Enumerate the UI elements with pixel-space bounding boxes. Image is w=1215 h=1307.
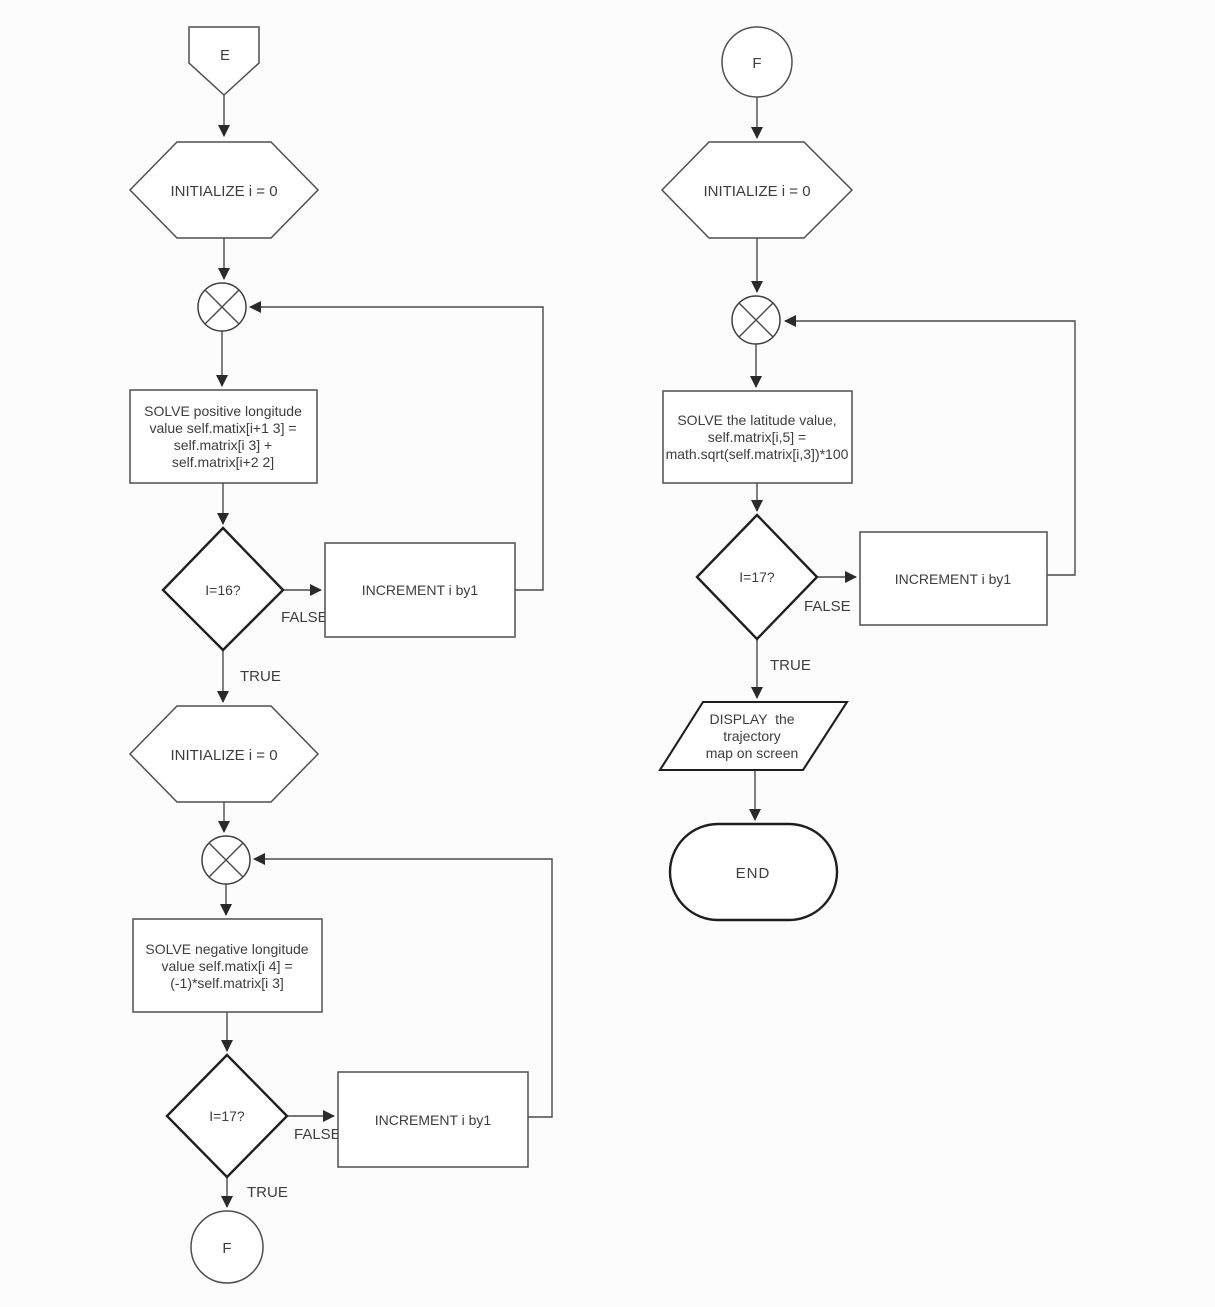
solve2-shape (132, 918, 323, 1013)
connector-f-out-shape (190, 1210, 264, 1284)
connector-f-in-shape (721, 26, 793, 98)
solve1-line1: SOLVE positive longitude (144, 403, 302, 419)
increment-right-process: INCREMENT i by1 (859, 531, 1048, 626)
connector-f-in-label: F (752, 55, 761, 72)
solve2-line3: (-1)*self.matrix[i 3] (170, 975, 284, 991)
solve1-line2: value self.matix[i+1 3] = (149, 420, 296, 436)
decision1-true-label: TRUE (240, 668, 281, 685)
solve-right-shape (662, 390, 853, 484)
increment-right-shape (859, 531, 1048, 626)
decision-right-diamond: I=17? (695, 513, 819, 641)
display-line2: trajectory (723, 728, 781, 744)
connector-f-out-label: F (222, 1240, 231, 1257)
init1-label: INITIALIZE i = 0 (170, 183, 277, 200)
junction-right-x2 (738, 302, 774, 338)
junction1-x2 (204, 289, 240, 325)
increment1-shape (324, 542, 516, 638)
display-line3: map on screen (706, 745, 799, 761)
edge-loop-back-right (784, 315, 1076, 576)
solve1-process: SOLVE positive longitude value self.mati… (129, 389, 318, 484)
solve2-line2: value self.matix[i 4] = (161, 958, 292, 974)
junction-right (731, 295, 781, 345)
increment2-shape (337, 1071, 529, 1168)
init-right-hexagon: INITIALIZE i = 0 (660, 141, 854, 239)
display-line1: DISPLAY the (709, 711, 794, 727)
init-right-shape (660, 141, 854, 239)
increment1-label: INCREMENT i by1 (362, 582, 479, 598)
solve2-line1: SOLVE negative longitude (145, 941, 308, 957)
increment2-process: INCREMENT i by1 (337, 1071, 529, 1168)
right-edges (749, 97, 1076, 821)
init1-shape (128, 141, 320, 239)
decision-right-false-label: FALSE (804, 598, 851, 615)
left-edges (216, 95, 553, 1208)
decision1-diamond: I=16? (161, 526, 285, 652)
connector-e: E (188, 26, 260, 97)
solve-right-process: SOLVE the latitude value, self.matrix[i,… (662, 390, 853, 484)
decision-right-shape (695, 513, 819, 641)
display-parallelogram: DISPLAY the trajectory map on screen (658, 700, 849, 772)
decision1-false-label: FALSE (281, 609, 328, 626)
connector-f-out: F (190, 1210, 264, 1284)
end-label: END (736, 865, 771, 882)
init2-label: INITIALIZE i = 0 (170, 747, 277, 764)
decision2-false-label: FALSE (294, 1126, 341, 1143)
solve-right-line3: math.sqrt(self.matrix[i,3])*100 (666, 446, 849, 462)
solve-right-line1: SOLVE the latitude value, (677, 412, 836, 428)
decision2-true-label: TRUE (247, 1184, 288, 1201)
edge-loop2-back (253, 853, 553, 1118)
decision2-shape (165, 1053, 289, 1179)
junction2-x2 (208, 842, 244, 878)
init-right-label: INITIALIZE i = 0 (703, 183, 810, 200)
decision2-label: I=17? (209, 1108, 245, 1124)
increment1-process: INCREMENT i by1 (324, 542, 516, 638)
solve1-shape (129, 389, 318, 484)
init1-hexagon: INITIALIZE i = 0 (128, 141, 320, 239)
connector-f-in: F (721, 26, 793, 98)
junction2 (201, 835, 251, 885)
decision1-shape (161, 526, 285, 652)
solve-right-line2: self.matrix[i,5] = (708, 429, 806, 445)
connector-e-shape (188, 26, 260, 97)
solve2-process: SOLVE negative longitude value self.mati… (132, 918, 323, 1013)
connector-e-label: E (220, 47, 230, 64)
decision-right-label: I=17? (739, 569, 775, 585)
decision1-label: I=16? (205, 582, 241, 598)
init2-shape (128, 705, 320, 803)
increment2-label: INCREMENT i by1 (375, 1112, 492, 1128)
init2-hexagon: INITIALIZE i = 0 (128, 705, 320, 803)
edge-loop1-back (249, 301, 544, 591)
solve1-line3: self.matrix[i 3] + (174, 437, 272, 453)
display-shape (658, 700, 849, 772)
end-terminator: END (668, 822, 839, 922)
solve1-line4: self.matrix[i+2 2] (172, 454, 274, 470)
increment-right-label: INCREMENT i by1 (895, 571, 1012, 587)
decision-right-true-label: TRUE (770, 657, 811, 674)
decision2-diamond: I=17? (165, 1053, 289, 1179)
end-shape (668, 822, 839, 922)
junction1 (197, 282, 247, 332)
